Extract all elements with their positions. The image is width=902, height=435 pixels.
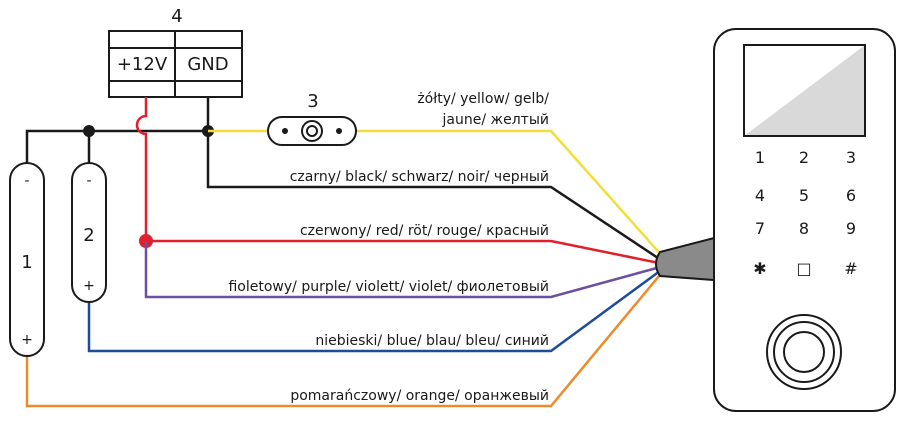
power-block-number: 4 [171,6,182,27]
keypad-key: 1 [755,148,765,167]
keypad-key: 8 [799,219,809,238]
keypad-keys: 1 2 3 4 5 6 7 8 9 ✱ □ # [753,148,857,278]
lock-1-plus: + [21,332,33,348]
yellow-wire-label-2: jaune/ желтый [442,112,549,128]
lock-1-body [9,162,45,357]
keypad-key: 9 [846,219,856,238]
red-wire [135,97,665,266]
keypad-key: □ [796,259,811,278]
lock-1-number: 1 [21,252,32,273]
exit-button-screw-left [282,128,288,134]
lock-1: - 1 + [9,162,45,357]
exit-button-screw-right [336,128,342,134]
orange-wire-label: pomarańczowy/ orange/ оранжевый [290,388,549,404]
lock-2-minus: - [86,173,91,189]
purple-wire [144,241,665,299]
keypad-key: 5 [799,186,809,205]
keypad-key: 7 [755,219,765,238]
keypad-key: ✱ [753,259,766,278]
black-bus-wire [25,97,210,163]
lock-2: - 2 + [71,162,107,303]
reader-display-shade [744,45,865,136]
keypad-key: # [844,259,857,278]
lock-2-body [71,162,107,303]
purple-wire-label: fioletowy/ purple/ violett/ violet/ фиол… [228,279,549,295]
keypad-key: 2 [799,148,809,167]
reader-display-border [743,44,866,137]
gnd-label: GND [187,54,228,75]
lock-1-minus: - [24,173,29,189]
power-terminal-block: 4 +12V GND [108,6,243,98]
red-wire-label: czerwony/ red/ röt/ rouge/ красный [300,223,549,239]
exit-button-number: 3 [307,91,318,112]
black-wire [206,131,665,264]
blue-wire-label: niebieski/ blue/ blau/ bleu/ синий [315,333,549,349]
orange-wire [25,269,665,408]
cable-sleeve [655,236,715,282]
keypad-key: 6 [846,186,856,205]
yellow-wire-label-1: żółty/ yellow/ gelb/ [417,91,549,107]
lock-2-number: 2 [83,225,94,246]
keypad-key: 4 [755,186,765,205]
lock-2-plus: + [83,278,95,294]
exit-button-center [306,125,318,137]
blue-wire [87,266,665,353]
plus-12v-label: +12V [117,54,168,75]
keypad-reader: 1 2 3 4 5 6 7 8 9 ✱ □ # [713,28,896,412]
yellow-wire [356,129,665,259]
black-wire-label: czarny/ black/ schwarz/ noir/ черный [290,169,549,185]
fingerprint-sensor [783,331,825,373]
keypad-key: 3 [846,148,856,167]
black-junction-dot [83,125,95,137]
exit-button-component: 3 [267,91,357,146]
